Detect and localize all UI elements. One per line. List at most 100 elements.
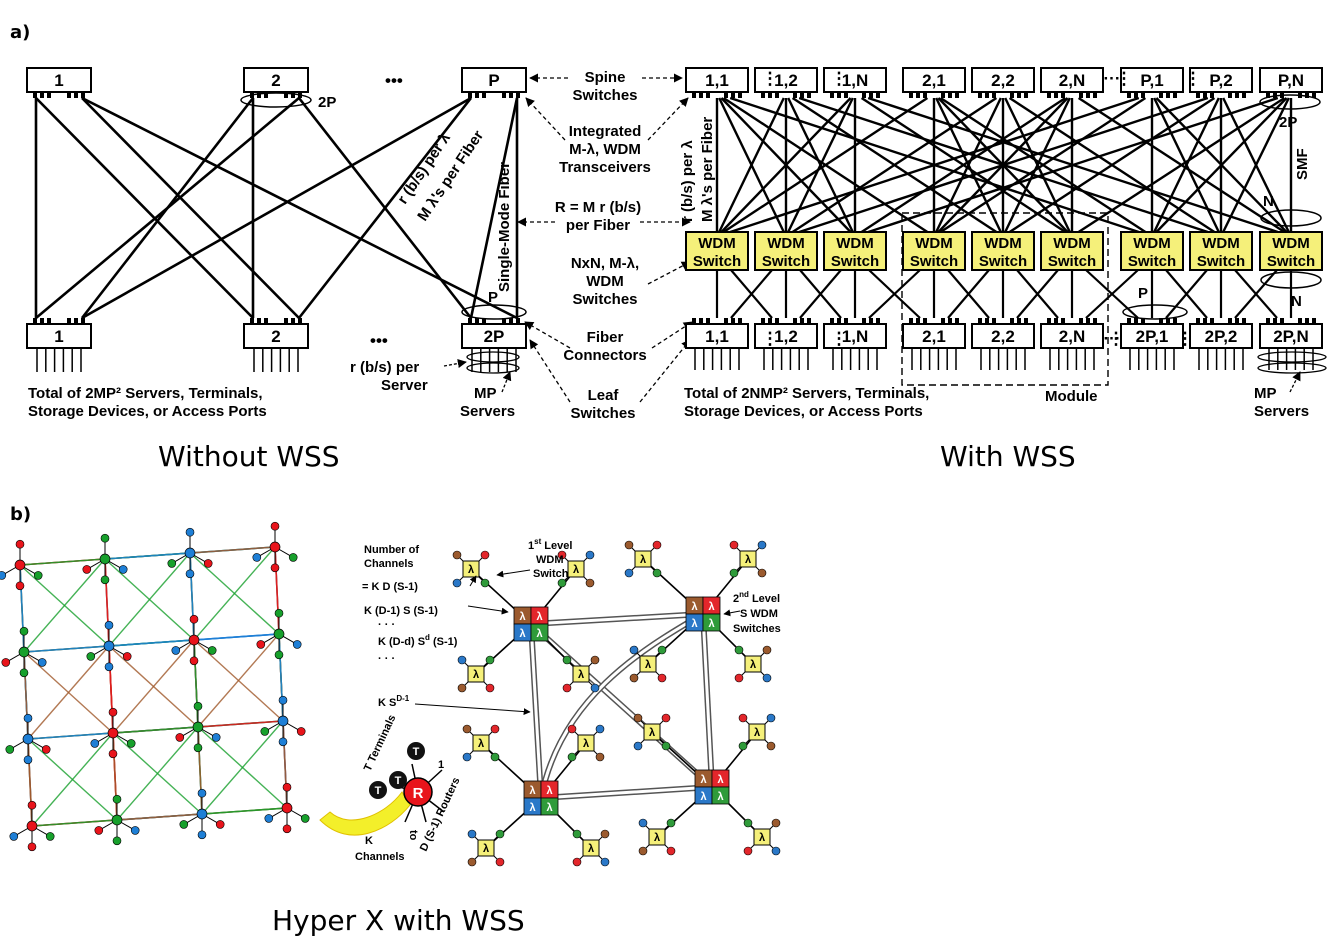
first-level-wdm-switch xyxy=(634,550,652,568)
lambda-label: λ xyxy=(745,554,751,566)
hyperx-node xyxy=(189,656,199,666)
port-pin xyxy=(1054,92,1058,98)
first-level-wdm-switch xyxy=(472,734,490,752)
hyperx-link xyxy=(27,738,33,827)
terminal-node xyxy=(557,550,567,560)
port-pin xyxy=(775,318,779,324)
fiber-link xyxy=(81,96,518,320)
lambda-label: λ xyxy=(519,611,525,623)
spine-switch-label: 2,1 xyxy=(922,71,946,90)
label-fiber-2: Connectors xyxy=(563,347,646,364)
terminal-node xyxy=(567,752,577,762)
terminal-node xyxy=(738,713,748,723)
label-leaf-2: Switches xyxy=(570,405,635,422)
second-level-wdm-cell xyxy=(711,786,730,805)
label-fiber-1: Fiber xyxy=(587,329,624,346)
dots-separator: ⋮ xyxy=(831,69,848,88)
leaf-switch-box xyxy=(243,323,309,349)
dots-separator: ··· xyxy=(1104,329,1121,348)
port-pin xyxy=(1010,318,1014,324)
terminal-node xyxy=(729,540,739,550)
port-pin xyxy=(509,92,513,98)
terminal-node xyxy=(629,673,639,683)
port-pin xyxy=(699,92,703,98)
terminal-node xyxy=(762,645,772,655)
hyperx-diagonal xyxy=(108,552,191,647)
port-pin xyxy=(1266,318,1270,324)
hyperx-node xyxy=(37,658,47,667)
terminal-node xyxy=(771,818,781,828)
fiber-link xyxy=(297,97,473,319)
wdm-switch-label: Switch xyxy=(910,253,958,270)
port-pin xyxy=(47,92,51,98)
right-total-line-1: Total of 2NMP² Servers, Terminals, xyxy=(684,385,929,402)
rate-per-server-2: Server xyxy=(381,377,428,394)
hyperx-node xyxy=(23,713,33,723)
port-pin xyxy=(509,318,513,324)
first-level-3: WDM xyxy=(536,554,564,566)
right-mp-servers-1: MP xyxy=(1254,385,1277,402)
port-pin xyxy=(837,92,841,98)
terminal-node xyxy=(595,752,605,762)
hyperx-diagonal xyxy=(31,732,114,827)
router-label: R xyxy=(413,785,424,802)
wdm-switch-label: Switch xyxy=(1128,253,1176,270)
spine-to-wdm-link xyxy=(935,97,1002,233)
hyperx-node xyxy=(103,640,115,652)
leaf-switch-box xyxy=(461,323,527,349)
second-level-wdm-cell xyxy=(702,613,721,632)
wdm-switch-label: Switch xyxy=(979,253,1027,270)
spine-switch-box xyxy=(1259,67,1323,93)
leaf-switch-box xyxy=(754,323,818,349)
port-pin xyxy=(992,318,996,324)
bundle-label-p: P xyxy=(488,289,498,306)
spine-switch-box xyxy=(971,67,1035,93)
wdm-switch-label: WDM xyxy=(698,235,736,252)
port-pin xyxy=(1024,92,1028,98)
port-pin xyxy=(1061,318,1065,324)
port-pin xyxy=(482,318,486,324)
lambda-label: λ xyxy=(654,832,660,844)
lambda-label: λ xyxy=(583,738,589,750)
wdm-switch-label: WDM xyxy=(767,235,805,252)
wdm-switch-label: Switch xyxy=(831,253,879,270)
single-mode-fiber-label: Single-Mode Fiber xyxy=(496,162,513,292)
lambda-label: λ xyxy=(750,659,756,671)
port-pin xyxy=(516,92,520,98)
port-pin xyxy=(862,318,866,324)
wdm-switch-label: Switch xyxy=(693,253,741,270)
wdm-switch-box xyxy=(902,231,966,271)
hyperx-node xyxy=(185,569,195,579)
lambda-label: λ xyxy=(700,791,706,803)
hyperx-diagonal xyxy=(197,633,280,728)
port-pin xyxy=(985,318,989,324)
label-leaf-1: Leaf xyxy=(588,387,620,404)
port-pin xyxy=(948,318,952,324)
hyperx-node xyxy=(197,830,207,840)
terminal-node xyxy=(657,645,667,655)
port-pin xyxy=(40,318,44,324)
terminal-node xyxy=(771,846,781,856)
terminal-node xyxy=(389,771,407,789)
spine-switch-label: 2,2 xyxy=(991,71,1015,90)
hyperx-node xyxy=(274,650,284,660)
right-bundle-p: P xyxy=(1138,285,1148,302)
spine-to-wdm-link xyxy=(867,96,1279,234)
port-pin xyxy=(844,92,848,98)
hyperx-node xyxy=(27,800,37,810)
wdm-switch-label: WDM xyxy=(836,235,874,252)
port-pin xyxy=(1159,318,1163,324)
wdm-trunk-core xyxy=(540,785,713,800)
port-pin xyxy=(1054,318,1058,324)
one-label: 1 xyxy=(438,759,444,771)
first-level-wdm-switch xyxy=(639,655,657,673)
hyperx-node xyxy=(192,721,204,733)
hyperx-node xyxy=(292,640,302,649)
right-bundle-n-top-ellipse xyxy=(1260,209,1322,227)
terminal-node xyxy=(661,713,671,723)
right-server-ellipse xyxy=(1257,351,1327,363)
bundle-ellipse-p xyxy=(461,304,527,320)
caption-with-wss: With WSS xyxy=(940,440,1076,473)
